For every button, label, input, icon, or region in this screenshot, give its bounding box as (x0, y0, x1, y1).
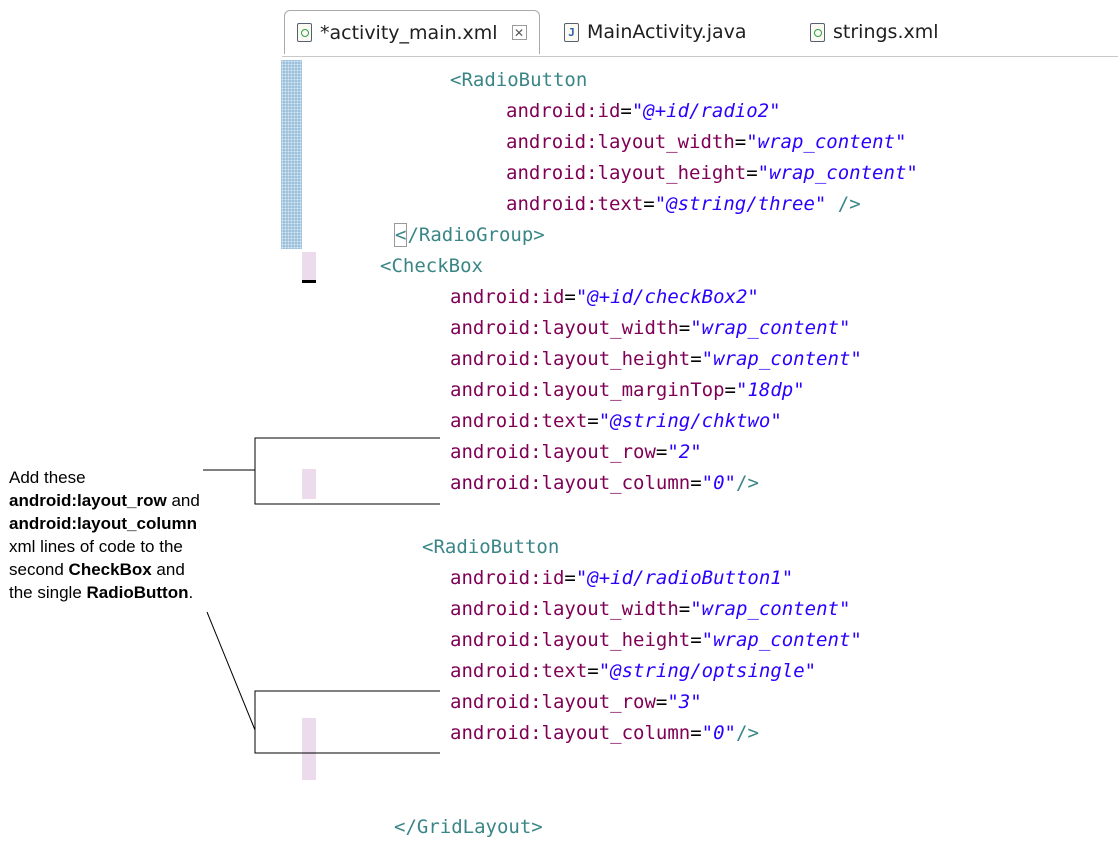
xml-file-icon (810, 22, 825, 42)
code-line: android:id="@+id/checkBox2" (450, 286, 759, 308)
code-line: android:layout_column="0"/> (450, 722, 759, 744)
cursor-line-marker (302, 280, 316, 283)
tab-label: *activity_main.xml (320, 21, 498, 44)
change-marker (302, 252, 316, 280)
code-line: android:layout_height="wrap_content" (450, 348, 862, 370)
editor-tab-bar: *activity_main.xml ✕ J MainActivity.java… (282, 8, 1118, 57)
selection-gutter (281, 60, 302, 249)
pointer-line-radiobutton (206, 611, 256, 731)
code-line: android:text="@string/chktwo" (450, 410, 782, 432)
code-line: android:text="@string/three" /> (506, 193, 861, 215)
code-line: android:layout_width="wrap_content" (450, 317, 851, 339)
annotation-text: Add these android:layout_row and android… (9, 468, 200, 602)
tab-strings-xml[interactable]: strings.xml (798, 10, 1018, 54)
code-line: </RadioGroup> (394, 223, 545, 247)
code-line: android:layout_height="wrap_content" (450, 629, 862, 651)
tab-label: MainActivity.java (587, 21, 747, 43)
code-line: <CheckBox (380, 255, 483, 277)
code-line: android:layout_width="wrap_content" (506, 131, 907, 153)
change-marker (302, 469, 316, 499)
tab-activity-main-xml[interactable]: *activity_main.xml ✕ (284, 10, 540, 54)
bracket-radiobutton (254, 690, 440, 754)
code-line: android:id="@+id/radioButton1" (450, 567, 794, 589)
code-line: </GridLayout> (394, 816, 543, 838)
code-line: android:layout_column="0"/> (450, 472, 759, 494)
xml-file-icon (297, 23, 312, 42)
close-icon[interactable]: ✕ (511, 25, 527, 40)
code-line: android:layout_width="wrap_content" (450, 598, 851, 620)
change-marker (302, 718, 316, 780)
tab-label: strings.xml (833, 21, 939, 43)
code-line: <RadioButton (422, 536, 560, 558)
code-line: android:layout_marginTop="18dp" (450, 379, 805, 401)
code-line: android:layout_height="wrap_content" (506, 162, 918, 184)
tab-mainactivity-java[interactable]: J MainActivity.java (552, 10, 772, 54)
code-line: android:layout_row="2" (450, 441, 702, 463)
bracket-checkbox (254, 437, 440, 505)
java-file-icon: J (564, 22, 579, 42)
code-line: android:text="@string/optsingle" (450, 660, 817, 682)
code-line: android:id="@+id/radio2" (506, 100, 781, 122)
code-line: <RadioButton (450, 69, 588, 91)
code-line: android:layout_row="3" (450, 691, 702, 713)
